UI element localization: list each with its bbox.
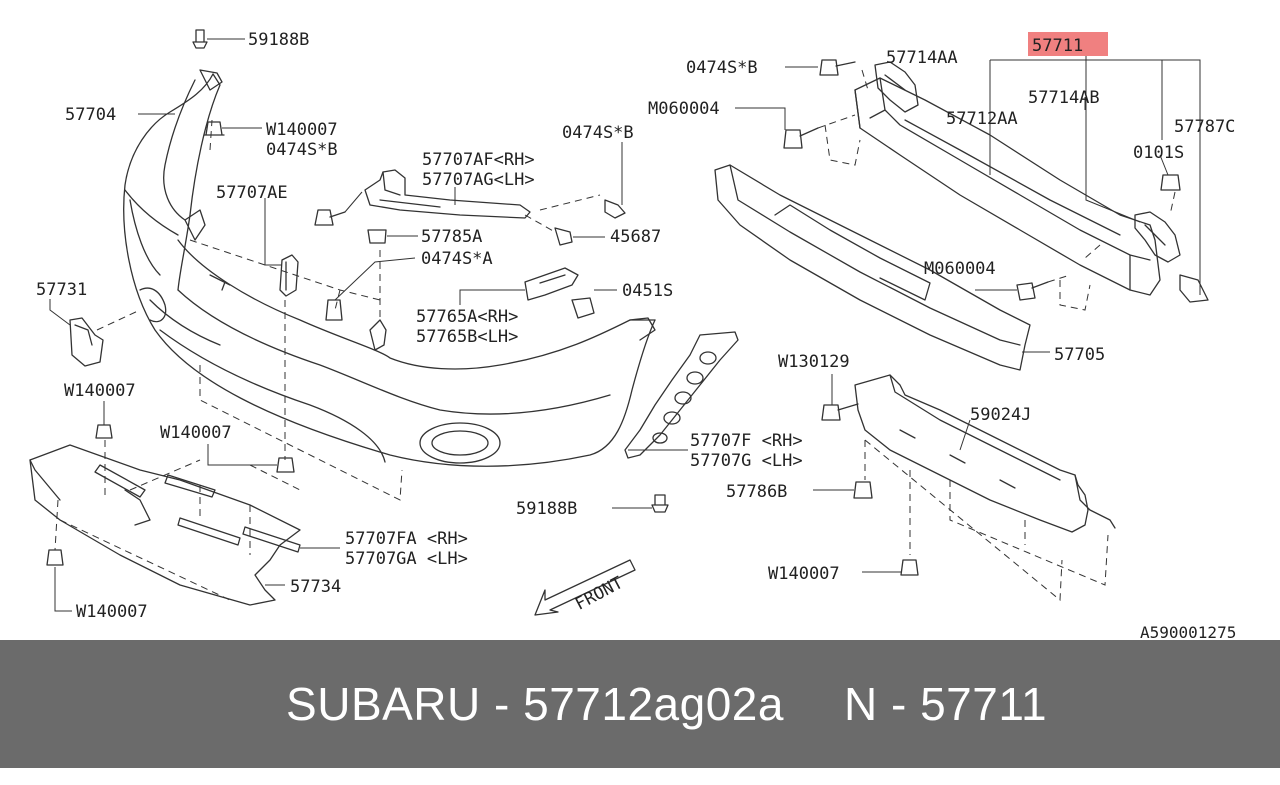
highlight-box	[1028, 32, 1108, 56]
under-cover-57734[interactable]	[29, 444, 301, 606]
label-w140007-a: W140007	[266, 120, 338, 140]
label-57707af: 57707AF<RH>	[422, 150, 535, 170]
footer-ref-part: N - 57711	[843, 678, 1048, 730]
label-0101s: 0101S	[1133, 143, 1184, 163]
label-57712aa: 57712AA	[946, 109, 1018, 129]
front-bumper-face[interactable]	[123, 69, 656, 467]
label-w140007-e: W140007	[768, 564, 840, 584]
label-57785a: 57785A	[421, 227, 482, 247]
label-57711: 57711	[1032, 36, 1083, 56]
label-w140007-c: W140007	[160, 423, 232, 443]
label-59024j: 59024J	[970, 405, 1031, 425]
leader-lines	[49, 38, 1201, 612]
bumper-corner	[629, 317, 656, 341]
fog-cover-57707f[interactable]	[624, 331, 739, 459]
guide-lines	[54, 69, 1176, 602]
parts-diagram-svg: FRONT 59188B 57704 W140007 0474S*B 57707…	[29, 29, 1236, 640]
absorber-57705[interactable]	[714, 164, 1031, 371]
label-57704: 57704	[65, 105, 116, 125]
label-57765b: 57765B<LH>	[416, 327, 518, 347]
front-label: FRONT	[572, 573, 627, 615]
label-57765a: 57765A<RH>	[416, 307, 518, 327]
label-diagram-id: A590001275	[1140, 623, 1236, 640]
bracket-57707af[interactable]	[364, 169, 531, 219]
label-0474sb-b: 0474S*B	[562, 123, 634, 143]
label-w130129: W130129	[778, 352, 850, 372]
label-57714ab: 57714AB	[1028, 88, 1100, 108]
side-bracket-57731[interactable]	[69, 317, 104, 367]
label-57731: 57731	[36, 280, 87, 300]
bracket-57714ab[interactable]	[1134, 211, 1209, 303]
label-45687: 45687	[610, 227, 661, 247]
footer-bar: SUBARU - 57712ag02a N - 57711	[0, 640, 1280, 768]
parts-diagram: FRONT 59188B 57704 W140007 0474S*B 57707…	[29, 29, 1236, 640]
label-0474sa: 0474S*A	[421, 249, 493, 269]
front-arrow: FRONT	[534, 559, 636, 616]
label-57786b: 57786B	[726, 482, 787, 502]
bracket-57714aa[interactable]	[874, 61, 919, 113]
label-m060004-b: M060004	[924, 259, 996, 279]
label-0474sb-a: 0474S*B	[266, 140, 338, 160]
bracket-57707fa[interactable]	[94, 464, 301, 553]
bracket-57765[interactable]	[524, 267, 579, 301]
label-m060004-a: M060004	[648, 99, 720, 119]
label-0451s: 0451S	[622, 281, 673, 301]
fasteners	[46, 29, 1181, 576]
part-labels: 59188B 57704 W140007 0474S*B 57707AF<RH>…	[36, 30, 1236, 640]
label-57734: 57734	[290, 577, 341, 597]
footer-brand-part: SUBARU - 57712ag02a	[286, 678, 784, 730]
label-57705: 57705	[1054, 345, 1105, 365]
label-w140007-b: W140007	[64, 381, 136, 401]
label-w140007-d: W140007	[76, 602, 148, 622]
label-57707ga: 57707GA <LH>	[345, 549, 468, 569]
label-57707ag: 57707AG<LH>	[422, 170, 535, 190]
bumper-beam-57712aa[interactable]	[854, 77, 1161, 296]
label-57707f: 57707F <RH>	[690, 431, 803, 451]
label-57707fa: 57707FA <RH>	[345, 529, 468, 549]
label-0474sb-c: 0474S*B	[686, 58, 758, 78]
bracket-57707ae[interactable]	[279, 254, 299, 297]
lower-bracket-59024j[interactable]	[854, 374, 1116, 533]
label-57707ae: 57707AE	[216, 183, 288, 203]
label-57787c: 57787C	[1174, 117, 1235, 137]
footer-text: SUBARU - 57712ag02a N - 57711	[233, 623, 1047, 785]
label-57714aa: 57714AA	[886, 48, 958, 68]
label-59188b-top: 59188B	[248, 30, 309, 50]
label-59188b-bottom: 59188B	[516, 499, 577, 519]
label-57707g: 57707G <LH>	[690, 451, 803, 471]
